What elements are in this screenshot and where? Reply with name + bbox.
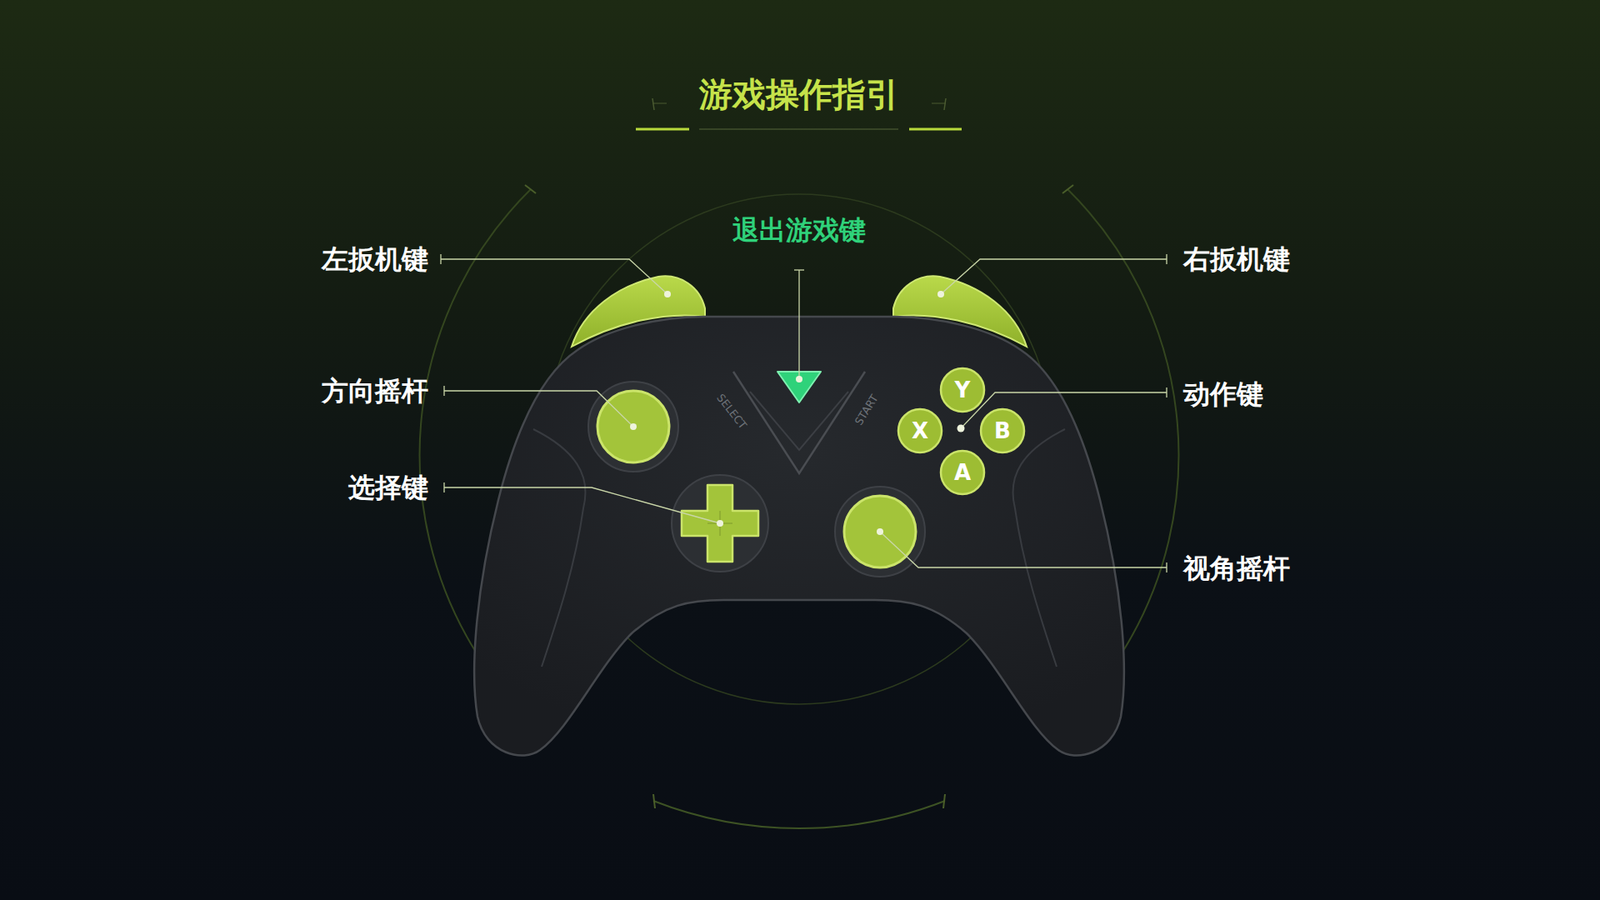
action-button: Y <box>939 366 986 414</box>
callout-label: 选择键 <box>348 471 429 504</box>
background-arcs <box>420 185 1180 829</box>
button-letter: A <box>939 449 986 496</box>
button-letter: B <box>979 407 1026 455</box>
button-letter: Y <box>939 366 986 414</box>
callout-label: 退出游戏键 <box>732 214 866 246</box>
callout-label: 动作键 <box>1183 378 1264 410</box>
leader-dots <box>630 290 965 535</box>
callout-label: 右扳机键 <box>1183 243 1290 275</box>
page-title: 游戏操作指引 <box>699 74 900 115</box>
callout-label: 方向摇杆 <box>321 375 429 407</box>
action-button: B <box>979 407 1026 455</box>
controller-body <box>474 316 1125 756</box>
exit-key <box>777 371 821 403</box>
callout-label: 视角摇杆 <box>1183 552 1290 585</box>
button-marking: START <box>852 392 881 428</box>
right-stick <box>835 486 925 577</box>
button-marking: SELECT <box>714 391 750 432</box>
action-button: A <box>939 449 986 496</box>
action-button: X <box>896 407 944 455</box>
d-pad <box>671 475 769 572</box>
leader-lines <box>440 254 1167 573</box>
callout-label: 左扳机键 <box>321 243 429 275</box>
button-letter: X <box>896 407 944 455</box>
